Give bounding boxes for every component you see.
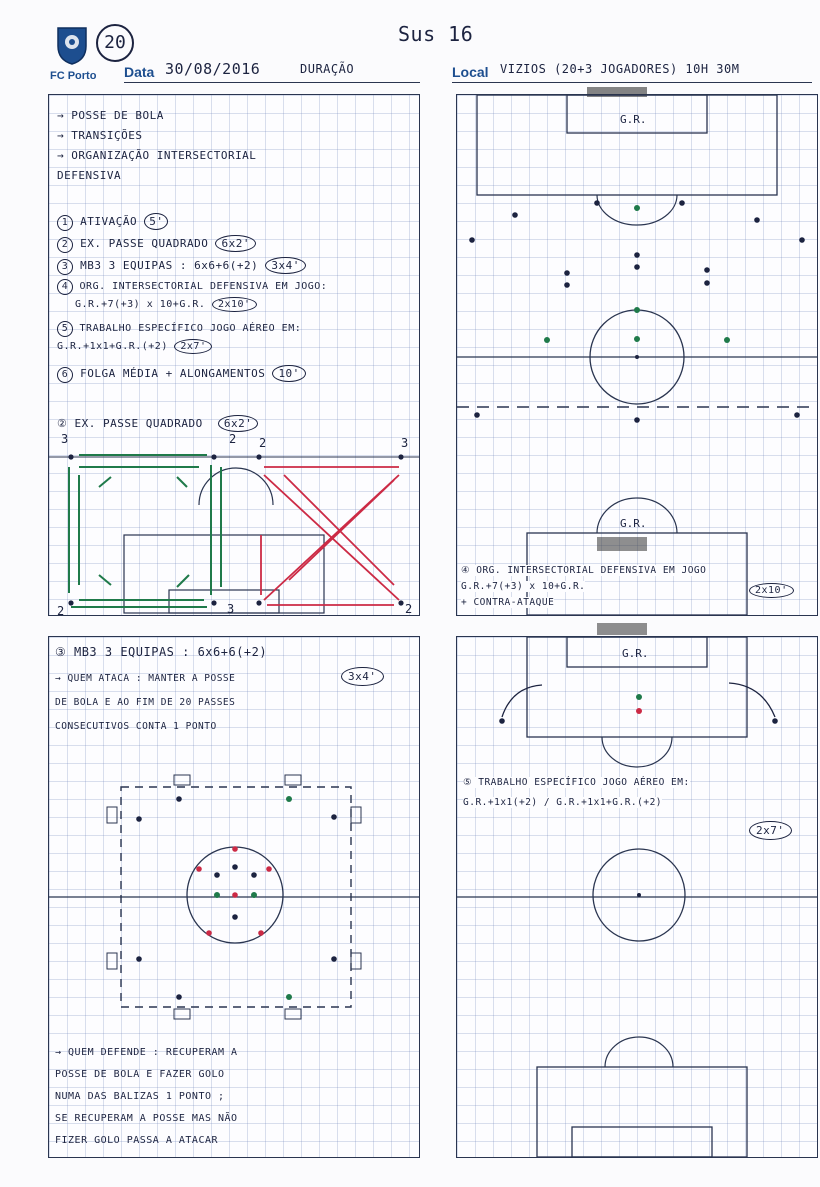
pitch-caption-2: G.R.+7(+3) x 10+G.R. <box>461 581 585 592</box>
corner-number: 3 <box>401 436 408 450</box>
goal-bottom-hatch <box>597 537 647 551</box>
penalty-box-top <box>477 95 777 195</box>
pitch-diagram: G.R. G.R. <box>457 95 817 615</box>
red-passing-square <box>261 467 399 605</box>
crest-icon <box>52 22 92 66</box>
pitch-caption-1: ④ ORG. INTERSECTORIAL DEFENSIVA EM JOGO <box>461 565 706 576</box>
drill3-footer-5: FIZER GOLO PASSA A ATACAR <box>55 1135 218 1146</box>
club-number-badge: 20 <box>96 24 134 62</box>
goal-area <box>169 590 279 613</box>
drill5-caption-2: G.R.+1x1(+2) / G.R.+1x1+G.R.(+2) <box>463 797 662 808</box>
pitch-players-green <box>544 205 730 343</box>
goal-label-bottom: G.R. <box>620 517 647 530</box>
player-green <box>636 694 642 700</box>
corner-number: 2 <box>259 436 266 450</box>
date-underline <box>124 82 420 83</box>
session-label: Sus 16 <box>398 22 473 46</box>
drill3-footer-3: NUMA DAS BALIZAS 1 PONTO ; <box>55 1091 225 1102</box>
player-blue <box>499 718 505 724</box>
corner-number: 2 <box>405 602 412 616</box>
corner-number: 2 <box>57 604 64 618</box>
drill3-footer-4: SE RECUPERAM A POSSE MAS NÃO <box>55 1113 238 1124</box>
drill3-players-green <box>214 796 292 1000</box>
club-number: 20 <box>104 32 126 53</box>
panel-pitch-defensive-org: G.R. G.R. ④ ORG. INTERSECTORIAL DEFENSIV… <box>456 94 818 616</box>
local-underline <box>452 82 812 83</box>
pitch-caption-3: + CONTRA-ATAQUE <box>461 597 554 608</box>
local-value: VIZIOS (20+3 JOGADORES) 10H 30M <box>500 62 739 76</box>
drill5-caption-1: ⑤ TRABALHO ESPECÍFICO JOGO AÉREO EM: <box>463 777 690 788</box>
fc-porto-logo <box>52 22 92 66</box>
penalty-arc-top <box>602 737 672 767</box>
curved-arrow-left <box>502 685 542 717</box>
panel-drill5: G.R. ⑤ TRABALHO ESPECÍFICO JOGO AÉREO EM… <box>456 636 818 1158</box>
drill3-footer-1: → QUEM DEFENDE : RECUPERAM A <box>55 1047 238 1058</box>
goal-top-hatch <box>597 623 647 635</box>
centre-spot <box>635 355 639 359</box>
green-passing-square <box>69 455 221 607</box>
drill3-footer-2: POSSE DE BOLA E FAZER GOLO <box>55 1069 225 1080</box>
drill2-diagram: 3 2 2 3 2 3 2 <box>49 95 419 615</box>
goal-label: G.R. <box>622 647 649 660</box>
penalty-arc-bottom <box>605 1037 673 1067</box>
goal-area-bottom <box>572 1127 712 1157</box>
drill3-players-blue <box>136 796 337 1000</box>
player-red <box>636 708 642 714</box>
player-blue <box>772 718 778 724</box>
date-value: 30/08/2016 <box>165 60 260 78</box>
curved-arrow-right <box>729 683 775 717</box>
corner-number: 2 <box>229 432 236 446</box>
penalty-box-bottom <box>537 1067 747 1157</box>
club-name: FC Porto <box>50 70 96 82</box>
pitch-diagram-drill5: G.R. <box>457 637 817 1157</box>
drill2-players <box>68 454 403 605</box>
drill3-players-red <box>196 846 272 936</box>
data-label: Data <box>124 64 154 80</box>
panel-session-plan: → POSSE DE BOLA → TRANSIÇÕES → ORGANIZAÇ… <box>48 94 420 616</box>
centre-spot <box>637 893 641 897</box>
corner-number: 3 <box>227 602 234 616</box>
duration-label: DURAÇÃO <box>300 62 354 76</box>
local-label: Local <box>452 64 489 80</box>
corner-number: 3 <box>61 432 68 446</box>
drill5-dose: 2x7' <box>749 821 792 840</box>
panel-drill3: ③ MB3 3 EQUIPAS : 6x6+6(+2) → QUEM ATACA… <box>48 636 420 1158</box>
pitch-dose: 2x10' <box>749 583 794 598</box>
goal-label-top: G.R. <box>620 113 647 126</box>
